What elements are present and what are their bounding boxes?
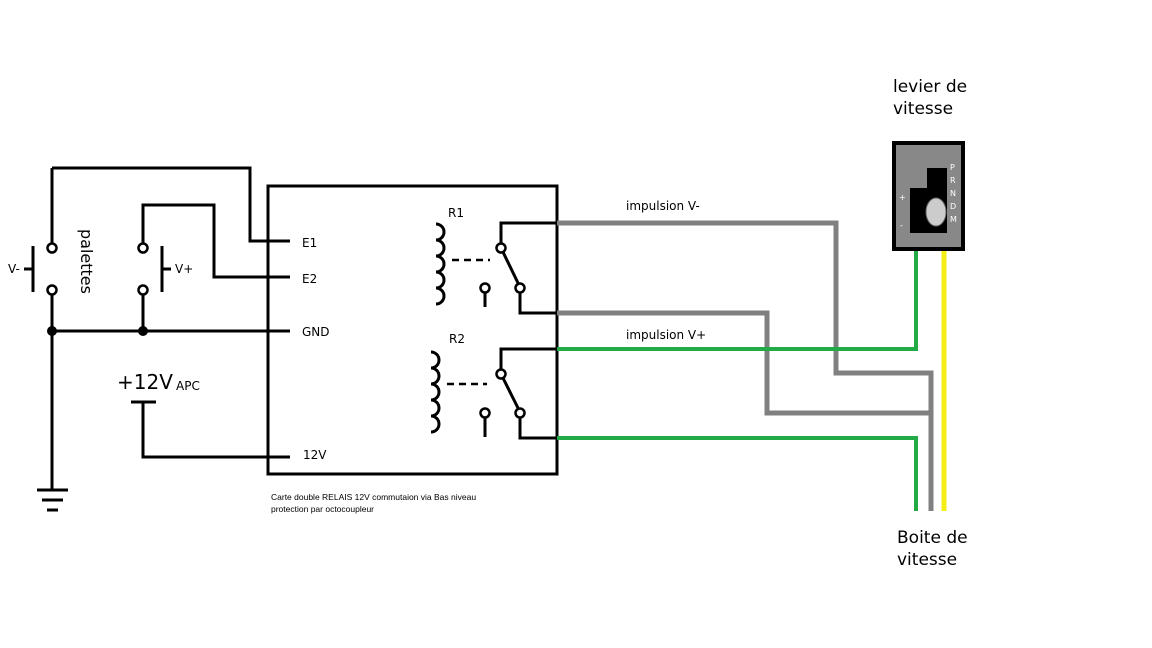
wire-green-r2-nc <box>557 249 918 351</box>
output-wires: impulsion V- impulsion V+ <box>557 199 947 511</box>
relay-r2 <box>430 347 557 440</box>
gear-lever-knob <box>925 197 947 227</box>
pin-e1: E1 <box>302 236 317 250</box>
relay-board: E1 E2 GND 12V R1 R2 <box>266 184 559 514</box>
wire-gray-r1-no <box>557 310 931 416</box>
lever-minus: - <box>900 221 903 230</box>
board-caption-line-1: Carte double RELAIS 12V commutaion via B… <box>271 492 476 502</box>
paddle-circuit: V- V+ palettes +12V APC <box>8 166 290 512</box>
pin-e2: E2 <box>302 272 317 286</box>
ground-symbol <box>37 488 68 512</box>
label-apc: APC <box>176 379 200 393</box>
gear-d: D <box>950 202 956 211</box>
relay-r2-label: R2 <box>449 332 465 346</box>
lever-title-line-2: vitesse <box>893 99 953 119</box>
board-caption-line-2: protection par octocoupleur <box>271 504 374 514</box>
wire-gray-r1-nc <box>557 220 934 511</box>
lever-title-line-1: levier de <box>893 77 967 97</box>
paddle-switch-v-plus <box>137 242 171 296</box>
gear-p: P <box>950 163 955 172</box>
gear-r: R <box>950 176 956 185</box>
paddle-switch-v-minus <box>24 242 58 296</box>
gearbox-title-line-1: Boite de <box>897 528 968 548</box>
gear-m: M <box>950 215 957 224</box>
relay-r1 <box>435 221 557 315</box>
lever-plus: + <box>899 193 906 202</box>
pin-gnd: GND <box>302 325 330 339</box>
label-v-minus: V- <box>8 262 20 276</box>
label-impulsion-v-minus: impulsion V- <box>626 199 700 213</box>
relay-r1-label: R1 <box>448 206 464 220</box>
pin-12v: 12V <box>303 448 327 462</box>
gear-lever: P R N D M + - levier de vitesse <box>892 77 967 251</box>
gearbox-title-line-2: vitesse <box>897 550 957 570</box>
wire-green-r2-no <box>557 436 918 511</box>
gearbox: Boite de vitesse <box>897 528 968 570</box>
label-impulsion-v-plus: impulsion V+ <box>626 328 706 342</box>
gear-n: N <box>950 189 956 198</box>
supply-12v <box>131 400 290 459</box>
label-v-plus: V+ <box>175 262 193 276</box>
label-plus-12v: +12V <box>117 370 173 394</box>
label-palettes: palettes <box>77 229 96 294</box>
